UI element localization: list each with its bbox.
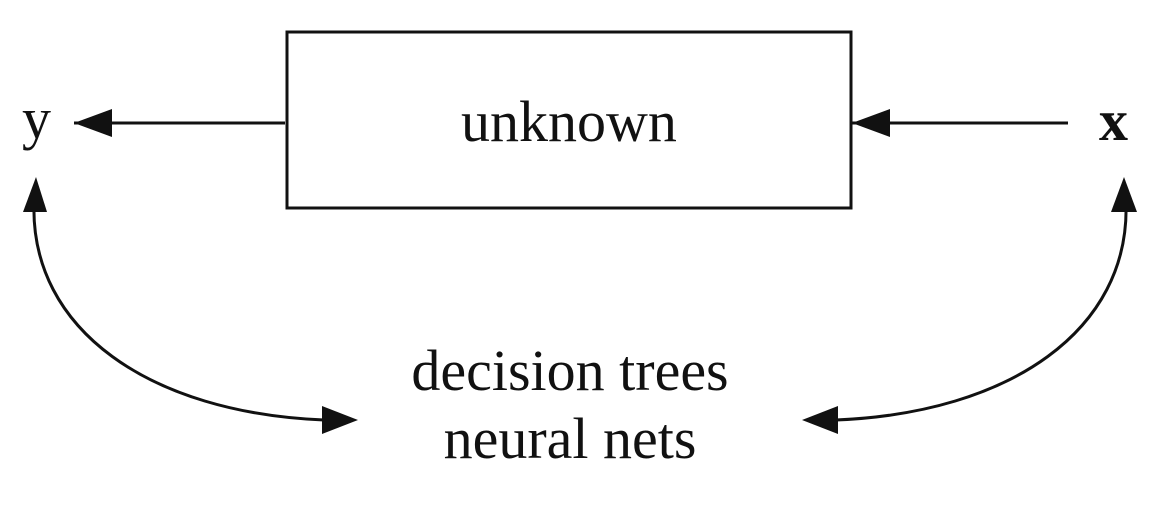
arrowhead-curve-methods-right — [802, 406, 838, 434]
input-variable-x: x — [1099, 88, 1128, 153]
method-decision-trees: decision trees — [411, 338, 729, 403]
arrowhead-curve-x — [1111, 177, 1137, 212]
output-variable-y: y — [22, 86, 51, 151]
curve-x-to-methods — [835, 202, 1128, 422]
unknown-box — [285, 30, 853, 210]
unknown-box-label: unknown — [461, 89, 677, 154]
arrowhead-y — [74, 109, 112, 137]
arrowhead-curve-y — [23, 177, 47, 212]
arrowhead-curve-methods-left — [322, 406, 358, 434]
method-neural-nets: neural nets — [443, 406, 697, 471]
arrowhead-box — [852, 109, 890, 137]
curve-y-to-methods — [32, 202, 325, 422]
methods-label: decision trees neural nets — [370, 337, 770, 473]
